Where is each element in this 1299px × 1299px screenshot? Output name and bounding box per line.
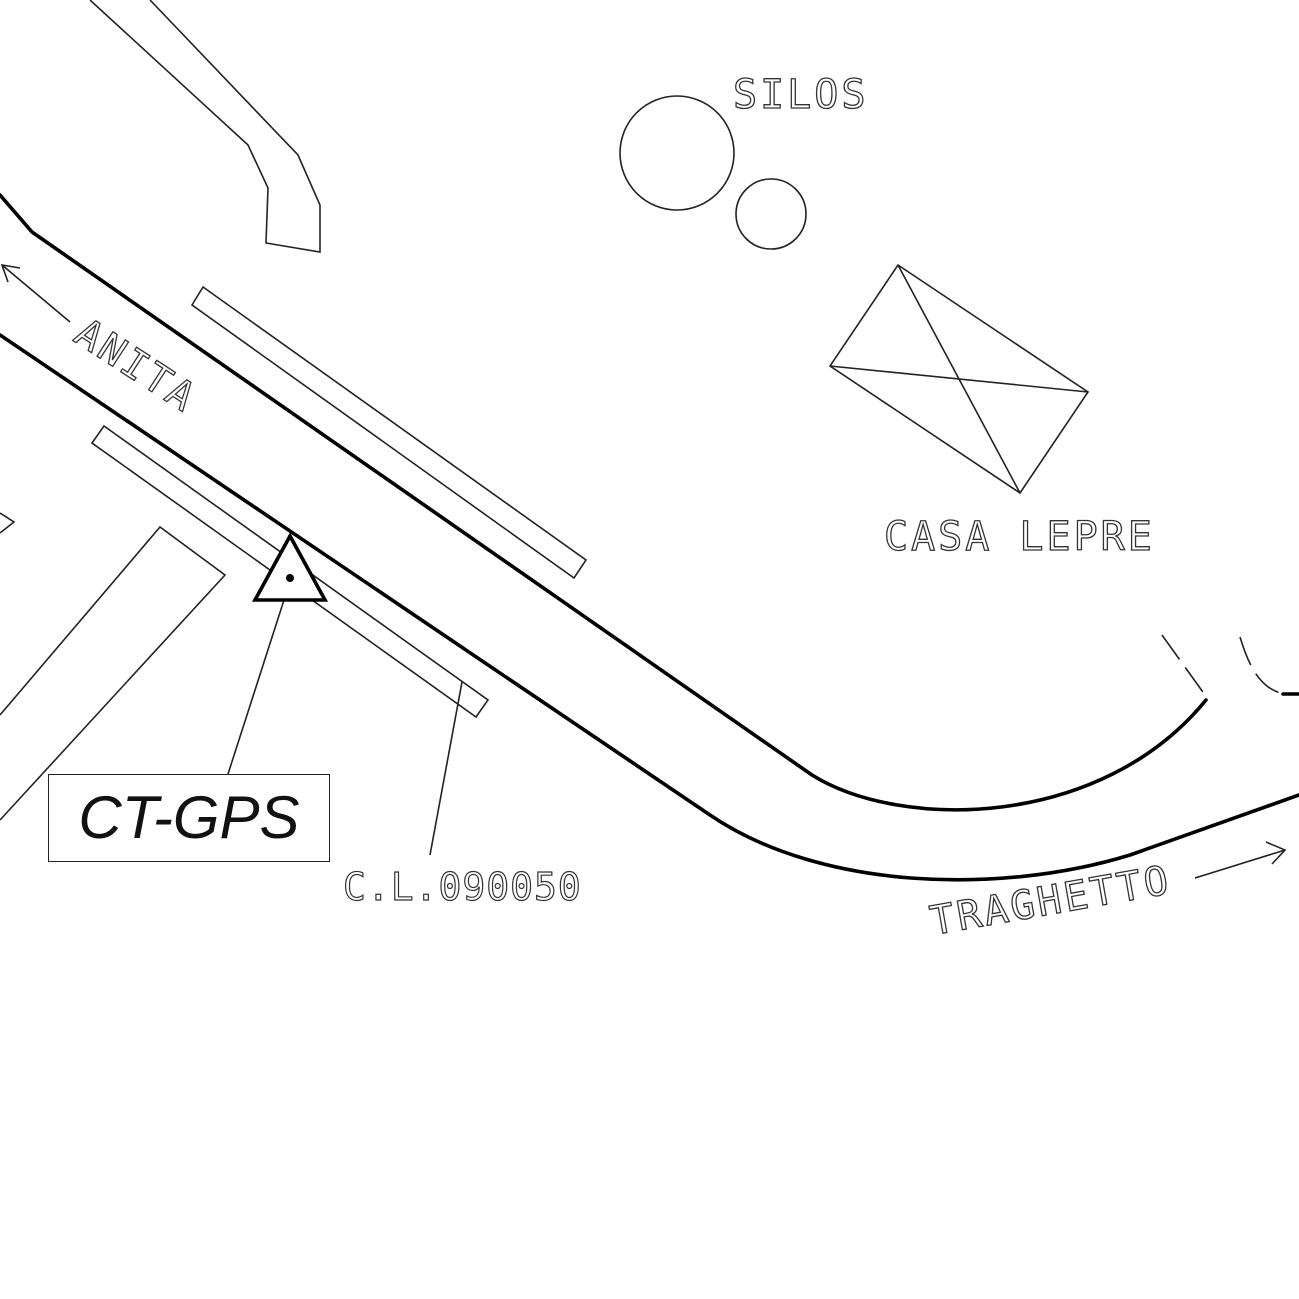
side-road-dashed-right: [1239, 636, 1286, 695]
label-silos: SILOS: [733, 72, 868, 118]
silo-small-icon: [735, 178, 807, 250]
station-label: CT-GPS: [78, 784, 300, 851]
benchmark-leader-line: [429, 681, 463, 856]
edge-arrow-icon: [0, 512, 16, 534]
arrow-icon-traghetto: [1194, 841, 1287, 879]
station-label-box: CT-GPS: [48, 774, 330, 862]
label-anita: ANITA: [67, 310, 206, 422]
arrow-icon-anita: [0, 263, 71, 323]
label-benchmark-code: C.L.090050: [343, 865, 582, 909]
silo-large-icon: [619, 95, 735, 211]
label-traghetto: TRAGHETTO: [927, 857, 1175, 945]
label-casa-lepre: CASA LEPRE: [884, 514, 1155, 560]
side-road-dashed-left: [1161, 634, 1206, 696]
road-bank-upper: [190, 285, 588, 580]
building-casa-lepre-icon: [828, 263, 1090, 495]
road-bank-lower: [90, 424, 490, 719]
track-outline: [89, 0, 321, 253]
station-leader-line: [227, 599, 285, 775]
road-edge-lower: [0, 333, 1299, 882]
plot-boundary: [0, 525, 227, 821]
road-edge-upper: [0, 193, 1208, 812]
triangle-survey-point-icon: [251, 532, 329, 602]
